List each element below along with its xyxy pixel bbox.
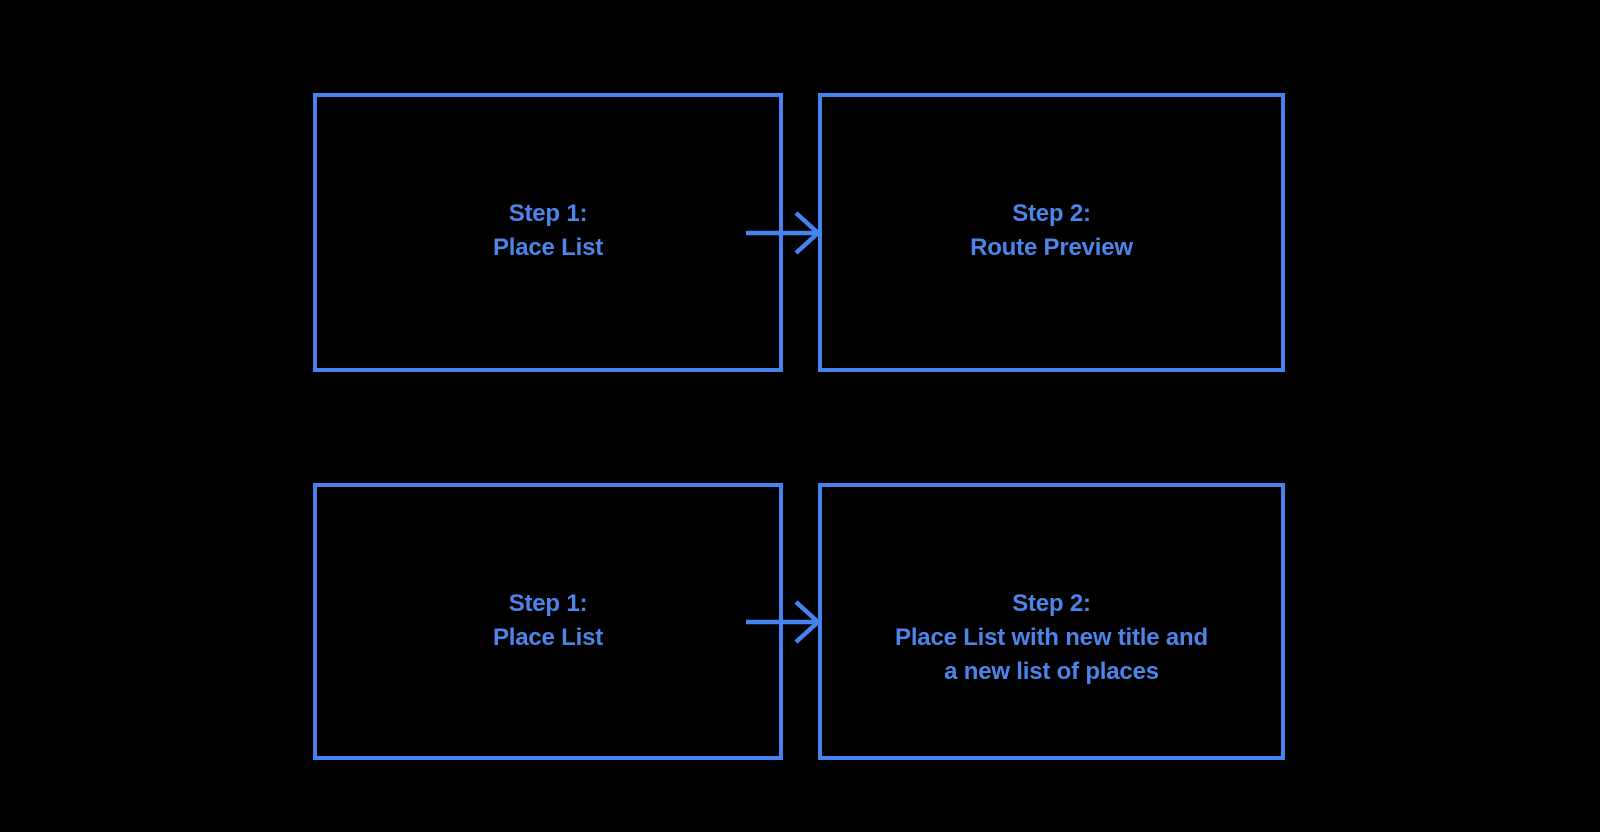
right-arrow-icon (746, 211, 822, 255)
box-step-title: Step 2: (1012, 200, 1091, 227)
box-label: Step 2: Place List with new title and a … (822, 487, 1281, 689)
flow-box-step1-place-list-top: Step 1: Place List (313, 93, 783, 372)
box-step-title: Step 1: (508, 590, 588, 617)
box-label: Step 1: Place List (317, 487, 779, 655)
box-step-title: Step 2: (1012, 590, 1091, 617)
flow-box-step2-route-preview: Step 2: Route Preview (818, 93, 1285, 372)
box-step-detail: Place List with new title and a new list… (895, 624, 1208, 685)
box-label: Step 1: Place List (317, 97, 779, 265)
box-step-detail: Place List (492, 234, 604, 261)
box-label: Step 2: Route Preview (822, 97, 1281, 265)
flow-box-step2-new-place-list: Step 2: Place List with new title and a … (818, 483, 1285, 760)
box-step-detail: Route Preview (970, 234, 1133, 261)
box-step-title: Step 1: (508, 200, 588, 227)
right-arrow-icon (746, 600, 822, 644)
flow-box-step1-place-list-bottom: Step 1: Place List (313, 483, 783, 760)
box-step-detail: Place List (492, 624, 604, 651)
